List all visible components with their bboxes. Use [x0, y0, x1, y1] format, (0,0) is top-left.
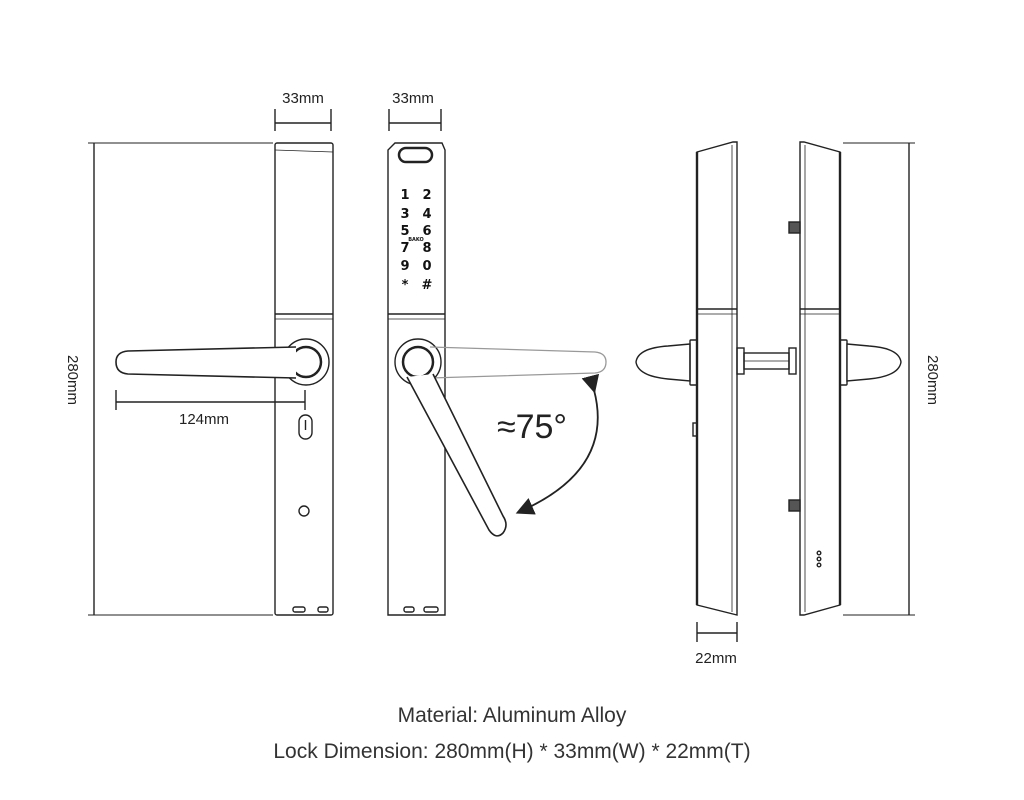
- front-view: [88, 109, 334, 616]
- key-hash: #: [422, 278, 433, 293]
- handle-length-label: 124mm: [179, 411, 229, 428]
- key-8: 8: [422, 241, 431, 256]
- material-caption: Material: Aluminum Alloy: [397, 704, 627, 727]
- key-0: 0: [422, 259, 431, 274]
- side-view: [635, 141, 915, 642]
- rotation-arc: [515, 373, 600, 515]
- key-2: 2: [422, 188, 431, 203]
- key-star: *: [402, 278, 409, 293]
- rotation-angle-label: ≈75°: [497, 408, 567, 446]
- key-4: 4: [422, 207, 431, 222]
- key-5: 5: [400, 224, 409, 239]
- keypad-width-label: 33mm: [392, 90, 434, 107]
- key-7: 7: [400, 241, 409, 256]
- key-6: 6: [422, 224, 431, 239]
- keypad-view: [387, 109, 607, 616]
- dimension-caption: Lock Dimension: 280mm(H) * 33mm(W) * 22m…: [273, 740, 751, 763]
- front-width-label: 33mm: [282, 90, 324, 107]
- front-height-label: 280mm: [64, 355, 81, 405]
- key-3: 3: [400, 207, 409, 222]
- keypad: 1 2 3 4 5 6 BAKO 7 8 9 0 * #: [400, 188, 432, 293]
- key-small-label: BAKO: [408, 237, 424, 243]
- side-height-label: 280mm: [924, 355, 941, 405]
- key-1: 1: [400, 188, 409, 203]
- key-9: 9: [400, 259, 409, 274]
- side-thickness-label: 22mm: [695, 650, 737, 667]
